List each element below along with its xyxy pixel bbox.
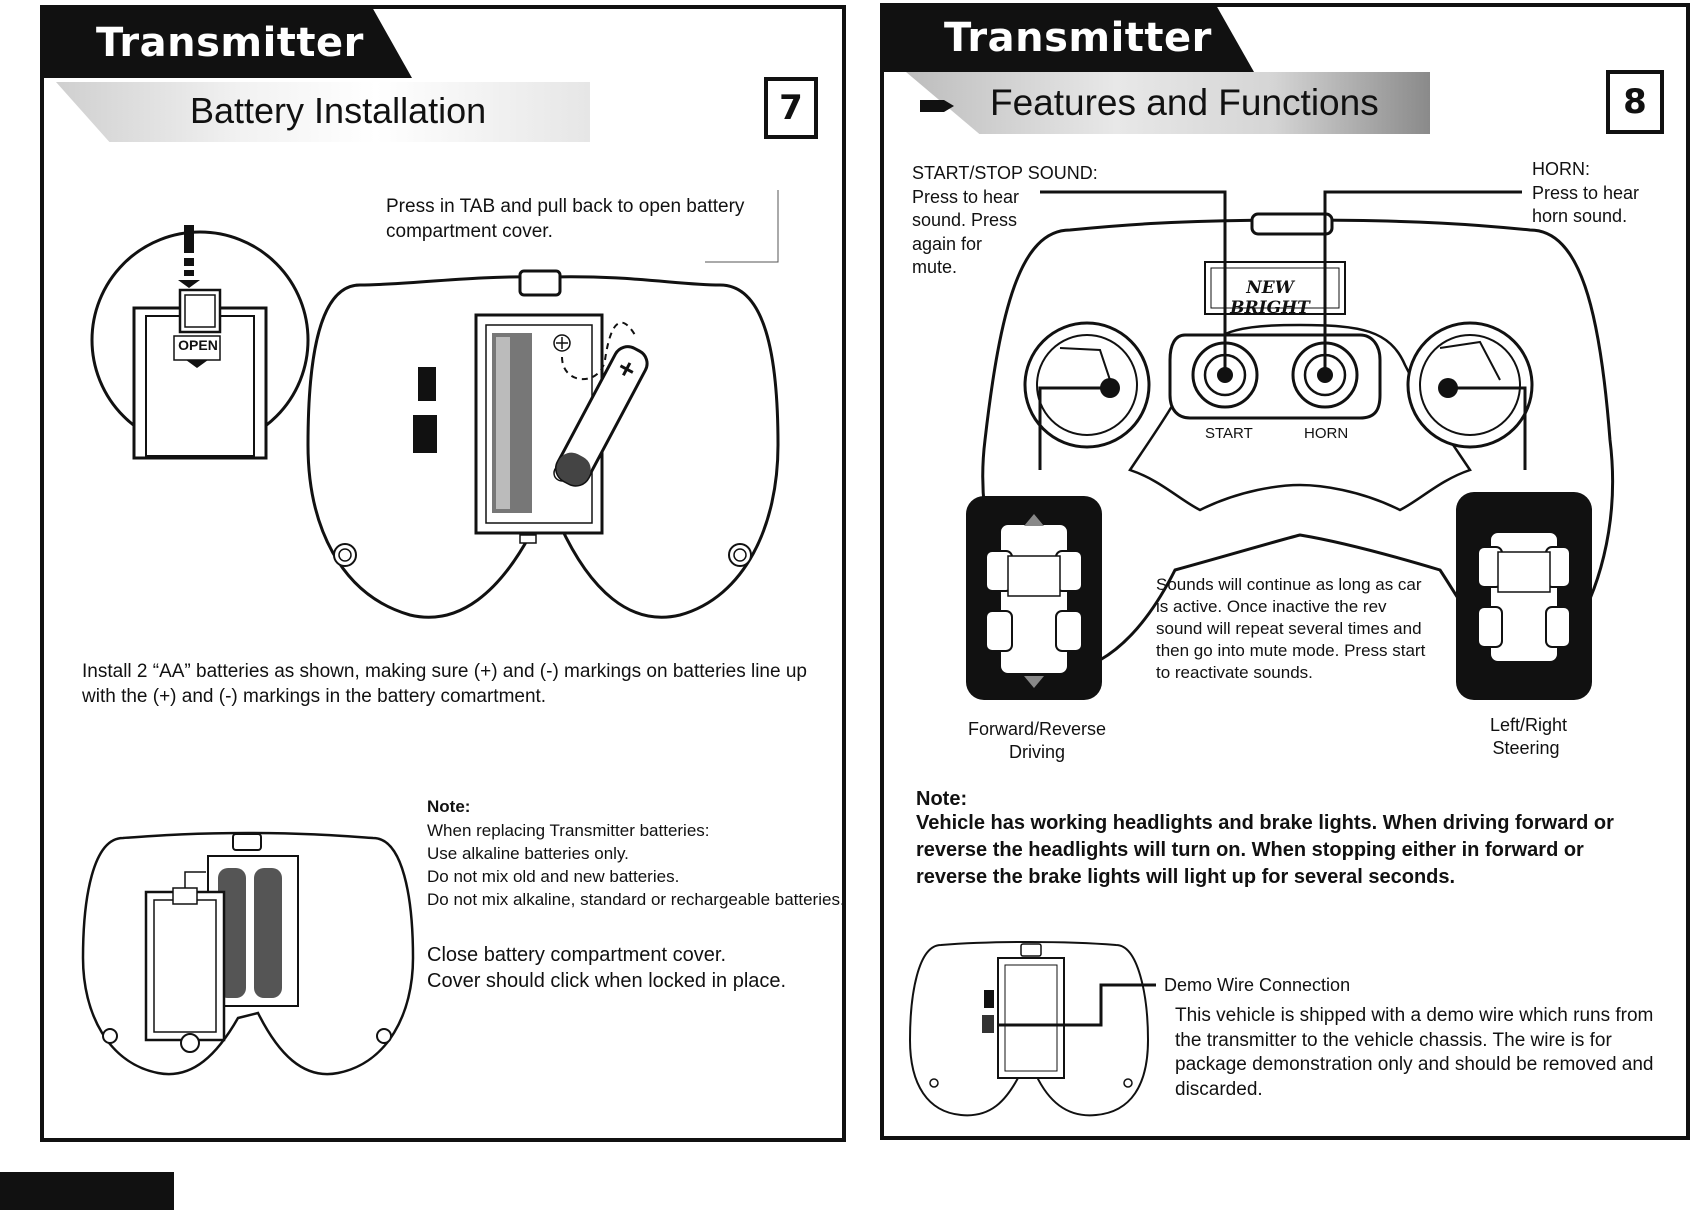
right-header-shape xyxy=(882,5,1254,72)
right-subtitle-band xyxy=(906,72,1430,134)
right-section-title: Features and Functions xyxy=(990,82,1379,123)
left-note-line-4: Do not mix alkaline, standard or recharg… xyxy=(427,890,845,909)
open-label: OPEN xyxy=(178,337,218,353)
left-right-label: Left/Right Steering xyxy=(1490,715,1568,759)
left-note-title: Note: xyxy=(427,797,471,816)
step1-text: Press in TAB and pull back to open batte… xyxy=(386,196,745,242)
right-header-title: Transmitter xyxy=(944,15,1212,61)
right-page-number: 8 xyxy=(1606,70,1664,134)
forward-reverse-panel xyxy=(966,496,1102,700)
left-note-line-3: Do not mix old and new batteries. xyxy=(427,867,680,886)
close-text-1: Close battery compartment cover. xyxy=(427,944,727,966)
right-subtitle-arrow xyxy=(920,100,954,112)
horn-title: HORN: xyxy=(1532,159,1590,179)
sounds-text: Sounds will continue as long as car is a… xyxy=(1156,575,1426,683)
controller-battery-closed xyxy=(81,831,415,1076)
left-subtitle-band xyxy=(56,82,590,142)
step1-bracket xyxy=(705,190,779,263)
horn-desc: Press to hear horn sound. xyxy=(1532,183,1640,227)
left-section-title: Battery Installation xyxy=(190,90,487,131)
left-note-line-2: Use alkaline batteries only. xyxy=(427,844,629,863)
left-page-frame xyxy=(40,5,846,1142)
left-right-panel xyxy=(1456,492,1592,700)
page-edge-bar xyxy=(0,1172,174,1210)
left-page-number: 7 xyxy=(764,77,818,139)
horn-button-label: HORN xyxy=(1304,425,1349,442)
brand-logo: NEW BRIGHT xyxy=(1230,278,1310,318)
demo-wire-title: Demo Wire Connection xyxy=(1164,975,1351,995)
close-text-2: Cover should click when locked in place. xyxy=(427,970,787,992)
right-page-frame xyxy=(880,3,1690,1140)
start-stop-desc: Press to hear sound. Press again for mut… xyxy=(912,187,1020,278)
left-note-line-1: When replacing Transmitter batteries: xyxy=(427,821,710,840)
demo-wire-controller xyxy=(908,940,1156,1117)
left-header-title: Transmitter xyxy=(96,20,364,66)
start-stop-title: START/STOP SOUND: xyxy=(912,163,1098,183)
right-note-text: Vehicle has working headlights and brake… xyxy=(916,812,1614,888)
right-note-title: Note: xyxy=(916,788,968,810)
open-tab-callout xyxy=(90,225,310,460)
controller-battery-open xyxy=(306,269,780,619)
left-header-shape xyxy=(42,7,412,78)
install-text: Install 2 “AA” batteries as shown, makin… xyxy=(82,661,807,707)
start-button-label: START xyxy=(1205,425,1253,442)
forward-reverse-label: Forward/Reverse Driving xyxy=(967,719,1107,763)
demo-wire-text: This vehicle is shipped with a demo wire… xyxy=(1175,1005,1654,1101)
controller-features xyxy=(981,190,1615,662)
